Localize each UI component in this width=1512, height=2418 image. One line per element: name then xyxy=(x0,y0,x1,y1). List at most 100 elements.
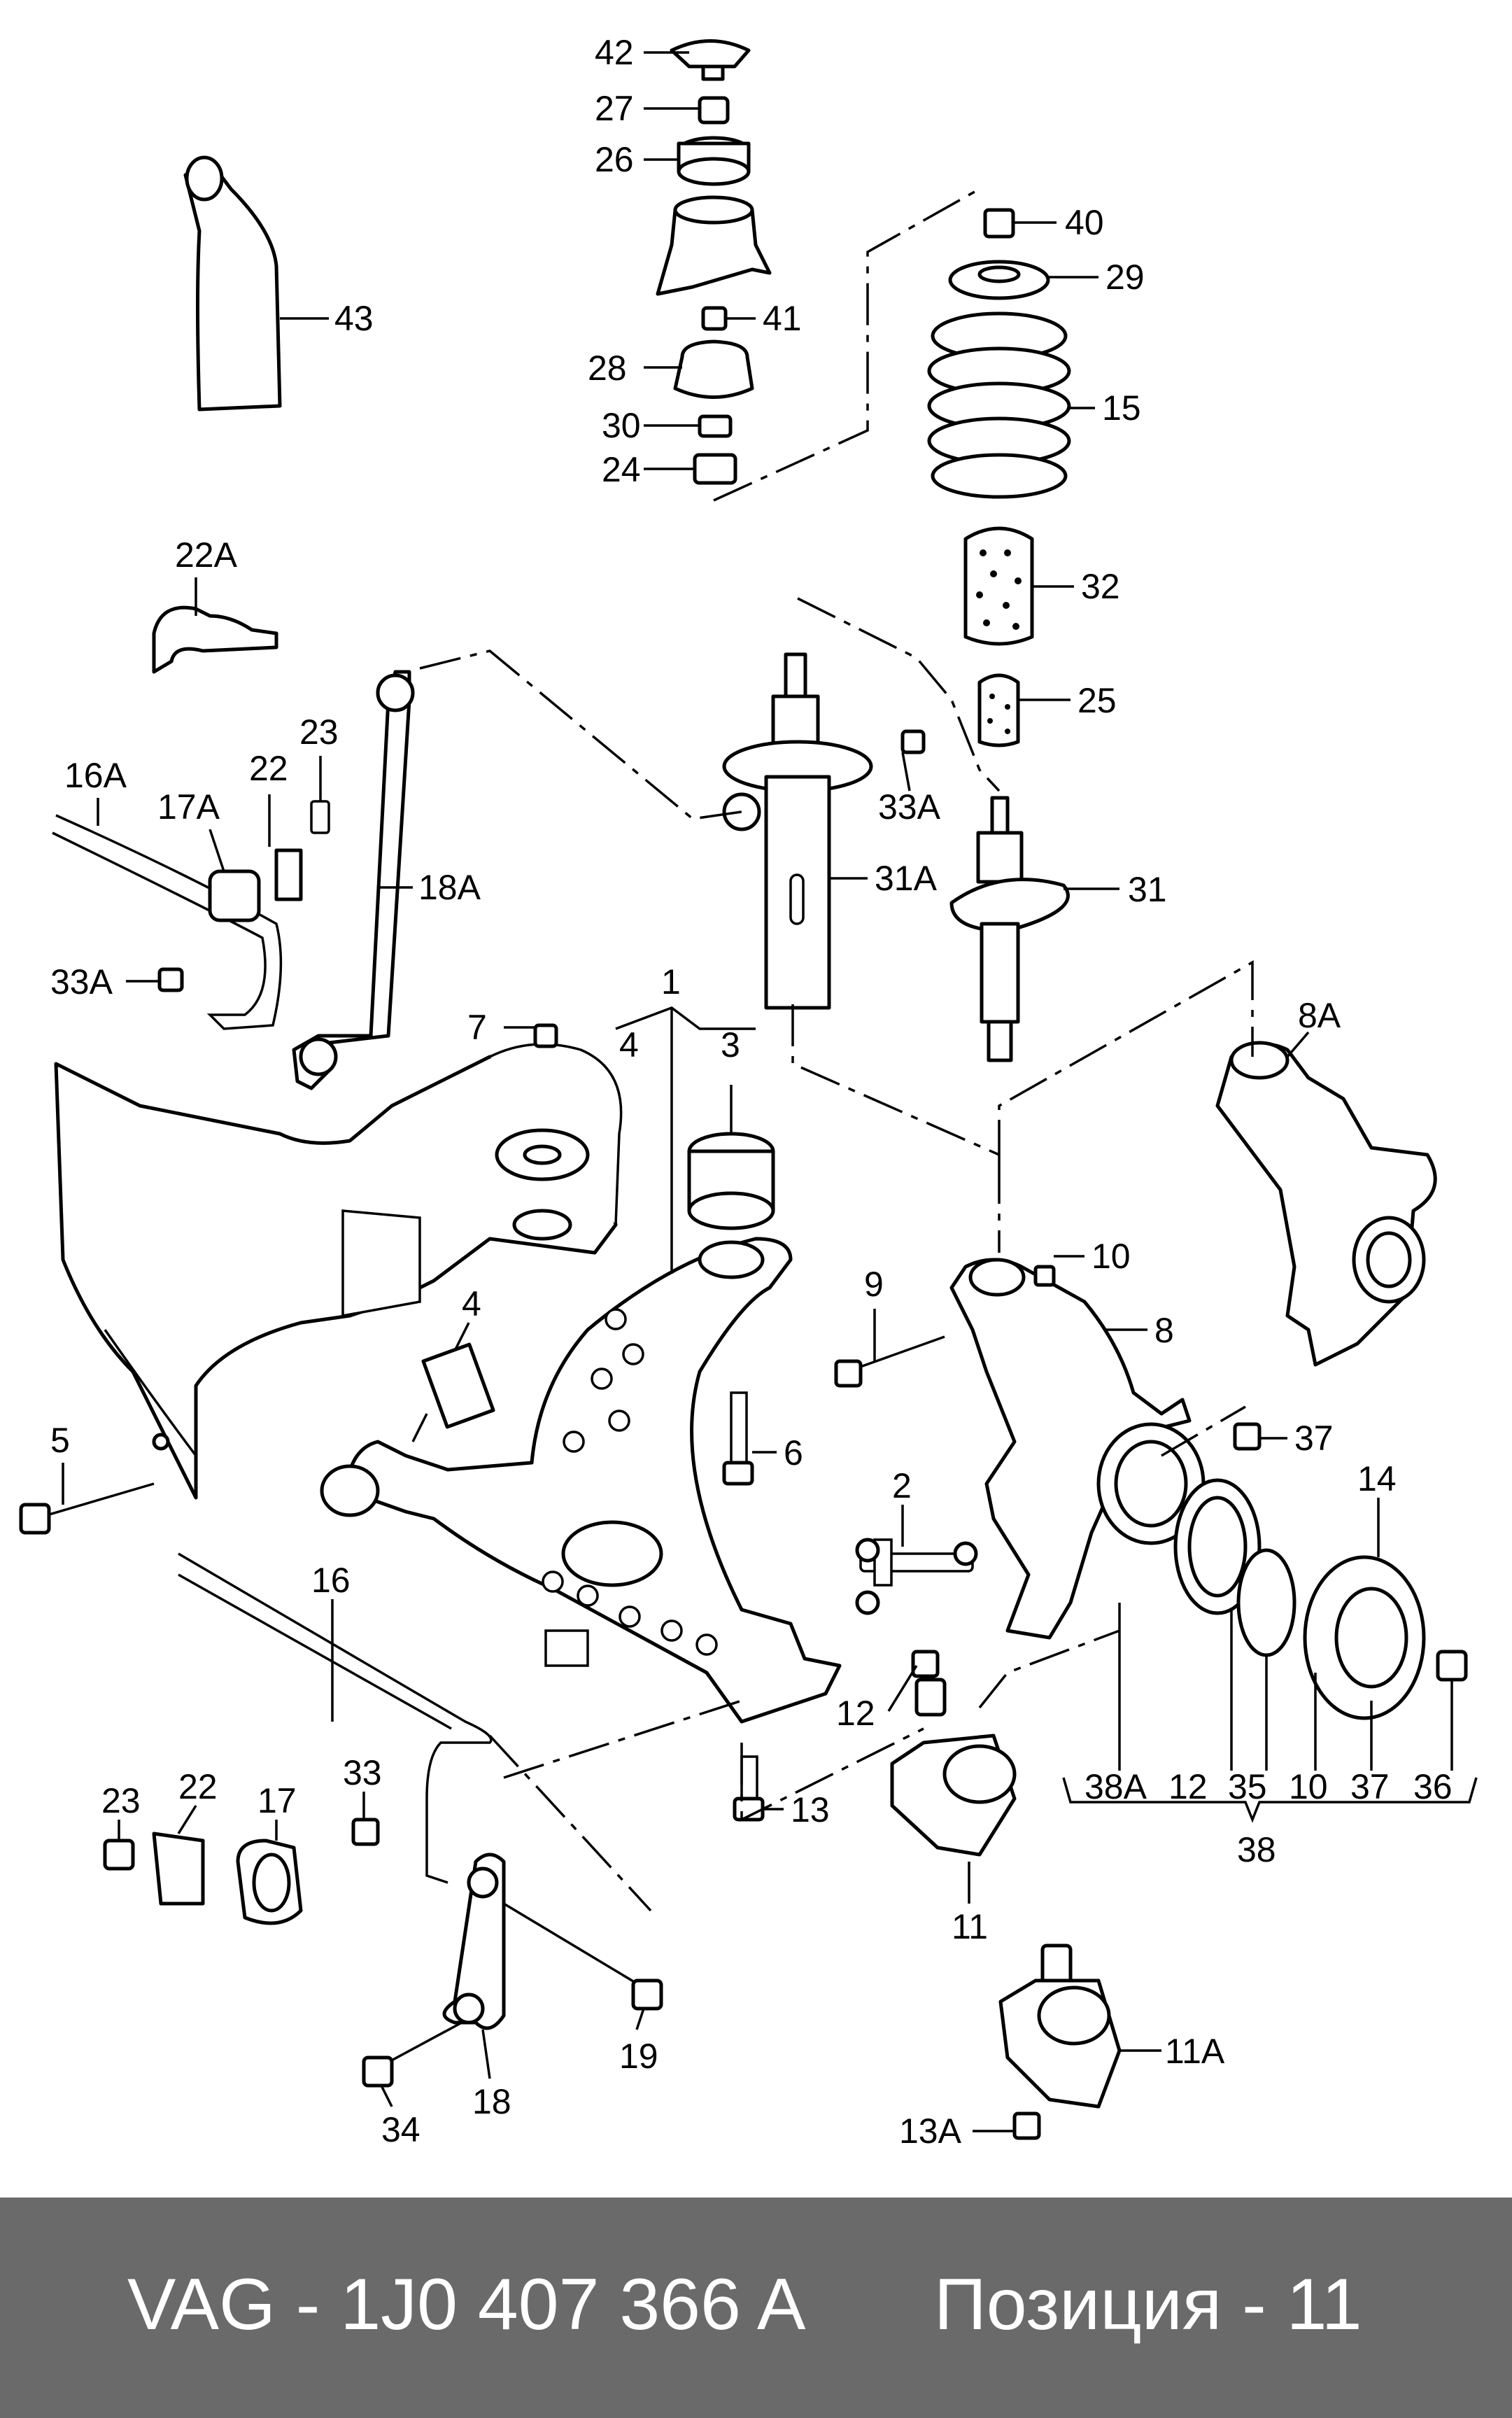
callout-14: 14 xyxy=(1357,1459,1397,1498)
nut-33-lower xyxy=(351,1818,380,1846)
cap-42 xyxy=(670,39,751,69)
callout-22-upper: 22 xyxy=(249,749,288,788)
callout-11A: 11A xyxy=(1165,2032,1225,2071)
callout-16A: 16A xyxy=(64,756,127,795)
nut-12 xyxy=(911,1650,940,1678)
callout-36: 36 xyxy=(1413,1767,1453,1806)
callout-40: 40 xyxy=(1065,203,1104,242)
shock-absorber-31A xyxy=(722,652,926,1010)
bolt-9 xyxy=(834,1335,945,1388)
leader-lines xyxy=(62,51,1478,2132)
callout-5: 5 xyxy=(50,1421,70,1460)
footer-bar: VAG - 1J0 407 366 A Позиция - 11 xyxy=(0,2198,1512,2418)
callout-4-lower: 4 xyxy=(462,1284,481,1323)
stab-bar-16A xyxy=(52,814,283,1030)
bolt-5 xyxy=(19,1433,170,1535)
steering-knuckle-8 xyxy=(949,1258,1206,1640)
callout-12-kit: 12 xyxy=(1168,1767,1208,1806)
steering-knuckle-8A xyxy=(1215,1041,1437,1367)
callout-13A: 13A xyxy=(899,2111,962,2151)
callout-10-upper: 10 xyxy=(1091,1237,1131,1276)
plate-2 xyxy=(855,1538,978,1615)
callout-18: 18 xyxy=(472,2082,511,2121)
bushing-24 xyxy=(693,453,737,485)
bump-stop-32 xyxy=(963,526,1034,646)
callout-31A: 31A xyxy=(875,859,938,898)
circlip-35 xyxy=(1236,1548,1296,1657)
link-18 xyxy=(442,1853,506,2030)
callout-33: 33 xyxy=(343,1753,382,1792)
callout-35: 35 xyxy=(1228,1767,1267,1806)
subframe xyxy=(54,1043,623,1500)
wheel-bearing xyxy=(1173,1478,1296,1657)
callout-25: 25 xyxy=(1078,681,1117,720)
nut-37-upper xyxy=(1233,1422,1262,1451)
callout-24: 24 xyxy=(602,450,641,489)
callout-34: 34 xyxy=(381,2110,421,2149)
callout-37-upper: 37 xyxy=(1294,1419,1334,1458)
callout-18A: 18A xyxy=(418,868,481,907)
callout-16: 16 xyxy=(311,1561,351,1600)
control-arm xyxy=(320,1237,842,1724)
nut-7 xyxy=(533,1023,558,1048)
washer-40 xyxy=(983,208,1015,239)
callout-38A: 38A xyxy=(1084,1767,1147,1806)
coil-spring-15 xyxy=(927,311,1071,499)
assembly-lines xyxy=(419,188,1254,1912)
callout-22-lower: 22 xyxy=(178,1767,218,1806)
callout-9: 9 xyxy=(864,1265,884,1304)
clamp-22-upper xyxy=(274,848,303,901)
bolt-23-upper xyxy=(310,800,330,834)
nut-13A xyxy=(1012,2111,1041,2140)
callout-38: 38 xyxy=(1237,1830,1276,1869)
ball-joint-11A xyxy=(998,1943,1122,2140)
callout-27: 27 xyxy=(595,89,634,128)
part-number-label: VAG - 1J0 407 366 A xyxy=(127,2264,806,2345)
stabilizer-lower-group xyxy=(103,1552,663,2088)
callout-30: 30 xyxy=(602,406,641,445)
callout-13: 13 xyxy=(791,1790,830,1829)
callout-labels: 42 27 26 41 28 30 24 40 29 15 32 25 43 2… xyxy=(50,33,1453,2151)
spring-stack xyxy=(927,208,1071,747)
callout-32: 32 xyxy=(1081,567,1120,606)
callout-15: 15 xyxy=(1102,388,1141,428)
stabilizer-upper-group xyxy=(52,605,415,1090)
nut-10-knuckle xyxy=(1033,1265,1056,1287)
callout-11: 11 xyxy=(952,1907,988,1946)
strut-mount-stack xyxy=(656,39,772,485)
wheel-hub-14 xyxy=(1303,1555,1468,1720)
callout-23-upper: 23 xyxy=(299,712,339,752)
callout-19: 19 xyxy=(619,2037,658,2076)
callout-41: 41 xyxy=(763,299,802,338)
callout-3: 3 xyxy=(721,1025,740,1064)
nut-33A-strut xyxy=(900,729,926,754)
clamp-22A xyxy=(152,605,278,674)
callout-31: 31 xyxy=(1128,870,1167,909)
callout-42: 42 xyxy=(595,33,634,72)
clamp-22-lower xyxy=(152,1832,205,1906)
callout-6: 6 xyxy=(784,1433,803,1472)
callout-10-kit: 10 xyxy=(1289,1767,1328,1806)
position-label: Позиция - 11 xyxy=(934,2264,1362,2345)
callout-43: 43 xyxy=(334,299,374,338)
washer-26 xyxy=(677,157,751,186)
callout-29: 29 xyxy=(1105,258,1145,297)
bushing-17A xyxy=(208,869,261,922)
callout-2: 2 xyxy=(892,1466,912,1505)
callout-17: 17 xyxy=(257,1781,297,1820)
nut-27 xyxy=(698,96,730,125)
bearing-28 xyxy=(673,339,754,399)
callout-23-lower: 23 xyxy=(101,1781,141,1820)
callout-1: 1 xyxy=(661,962,681,1001)
callout-17A: 17A xyxy=(157,787,220,827)
nut-41 xyxy=(701,306,728,331)
callout-7: 7 xyxy=(467,1008,487,1047)
bushing-3 xyxy=(687,1132,775,1230)
washer-30 xyxy=(698,414,733,438)
bolt-6 xyxy=(722,1391,754,1486)
callout-22A: 22A xyxy=(175,535,238,575)
callout-4-upper: 4 xyxy=(619,1025,639,1064)
callout-33A-strut: 33A xyxy=(878,787,941,827)
callout-28: 28 xyxy=(588,349,627,388)
nut-36 xyxy=(1436,1650,1468,1682)
